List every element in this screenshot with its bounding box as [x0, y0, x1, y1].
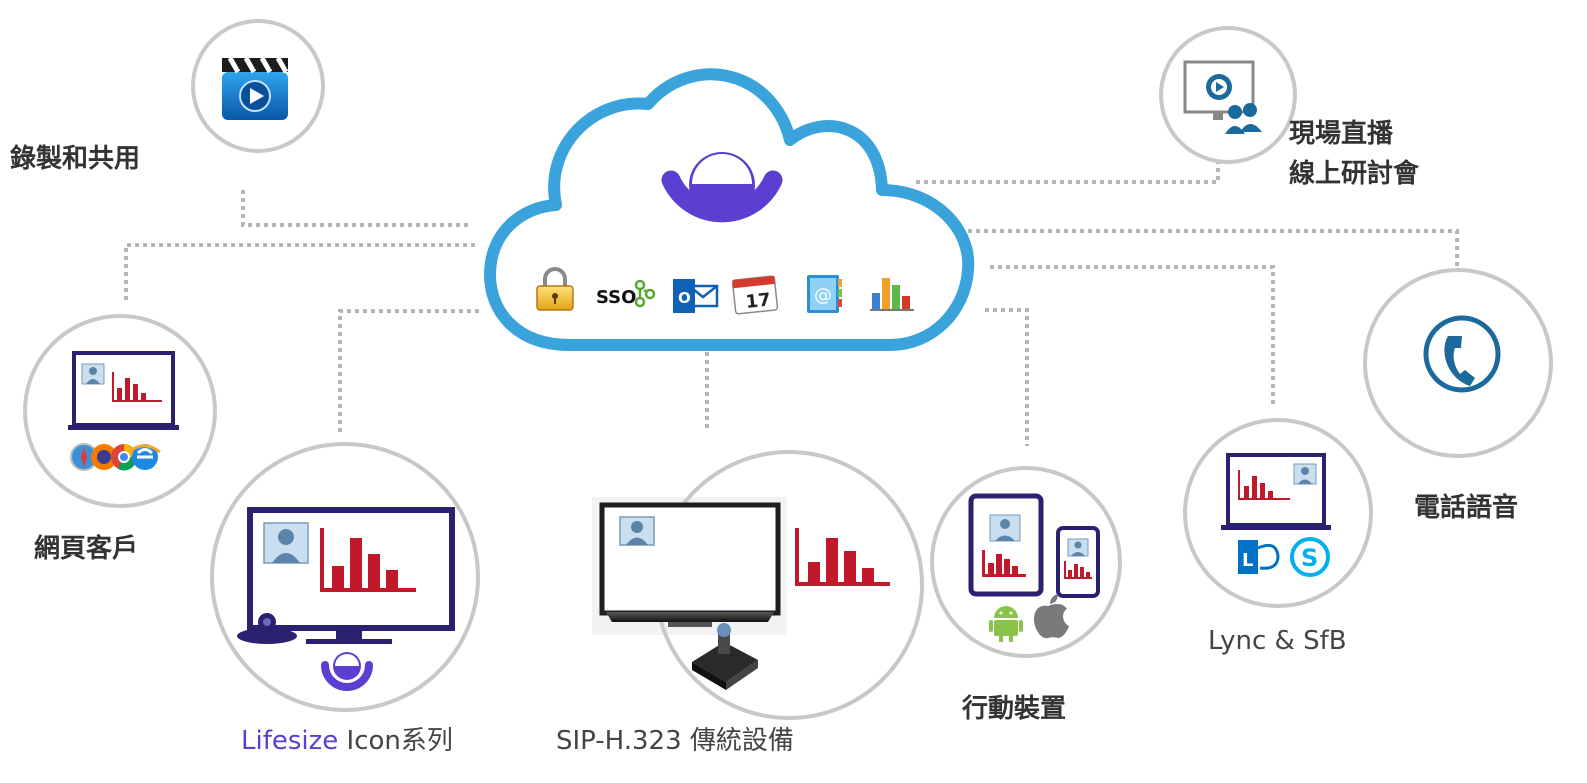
- web-client-node: [23, 314, 217, 508]
- phone-node: [1363, 268, 1553, 458]
- label-live-stream-line2: 線上研討會: [1289, 159, 1420, 189]
- codec-icon: [692, 623, 758, 690]
- connector-icon-series: [338, 309, 480, 432]
- calendar-icon: 17: [731, 275, 779, 315]
- lync-node: L S: [1183, 418, 1373, 608]
- phone-icon: [1423, 315, 1501, 393]
- mobile-node: [930, 466, 1122, 658]
- laptop-screen: [68, 351, 179, 430]
- record-share-node: [191, 19, 325, 153]
- lync-letter: L: [1242, 550, 1253, 571]
- skype-icon: S: [1290, 537, 1330, 577]
- connector-lync: [990, 265, 1275, 404]
- icon-series-node: [210, 442, 480, 712]
- label-icon-series-rest: Icon系列: [338, 726, 453, 756]
- apple-icon: [1034, 594, 1069, 639]
- connector-web-client: [124, 243, 478, 300]
- phone-device-icon: [1056, 526, 1100, 598]
- lync-laptop: [1221, 453, 1331, 530]
- mini-chart: [112, 372, 162, 402]
- tablet-icon: [968, 493, 1044, 597]
- label-icon-series-brand: Lifesize: [241, 726, 339, 756]
- contacts-symbol: @: [814, 285, 832, 306]
- camera-icon: [237, 613, 297, 644]
- sip-node: [592, 450, 924, 720]
- sip-chart: [795, 528, 890, 586]
- connector-mobile: [985, 308, 1029, 446]
- label-sip-h323: SIP-H.323 傳統設備: [556, 726, 794, 756]
- android-icon: [989, 606, 1023, 642]
- webinar-icon: [1183, 60, 1262, 134]
- label-record-share: 錄製和共用: [10, 144, 141, 174]
- central-cloud: SSO O 17 @: [484, 68, 975, 351]
- bar-chart-icon: [870, 278, 914, 311]
- video-clapper-icon: [222, 56, 289, 120]
- legacy-tv: [599, 502, 781, 627]
- label-web-client: 網頁客戶: [34, 534, 139, 564]
- label-mobile: 行動裝置: [962, 694, 1067, 724]
- sso-icon: SSO: [596, 279, 656, 308]
- label-icon-series: Lifesize Icon系列: [241, 720, 453, 757]
- contacts-icon: @: [807, 275, 842, 313]
- connector-record: [241, 190, 472, 227]
- large-monitor: [247, 507, 455, 644]
- lock-icon: [536, 267, 574, 311]
- skype-letter: S: [1301, 544, 1318, 572]
- connector-phone: [968, 229, 1459, 268]
- label-live-stream-line1: 現場直播: [1289, 119, 1394, 149]
- lifesize-logo-icon: [661, 152, 783, 223]
- label-phone-audio: 電話語音: [1414, 493, 1519, 523]
- browser-icons: [70, 443, 161, 471]
- webinar-node: [1159, 26, 1297, 164]
- connectors: [124, 162, 1459, 446]
- icon-series-chart: [320, 528, 416, 592]
- calendar-day: 17: [745, 289, 772, 313]
- outlook-letter: O: [678, 289, 691, 307]
- connector-webinar: [916, 162, 1220, 184]
- outlook-icon: O: [673, 279, 719, 313]
- sso-text: SSO: [596, 287, 636, 308]
- lync-icon: L: [1238, 540, 1280, 574]
- lifesize-small-logo-icon: [321, 652, 373, 691]
- label-lync-sfb: Lync & SfB: [1208, 626, 1347, 656]
